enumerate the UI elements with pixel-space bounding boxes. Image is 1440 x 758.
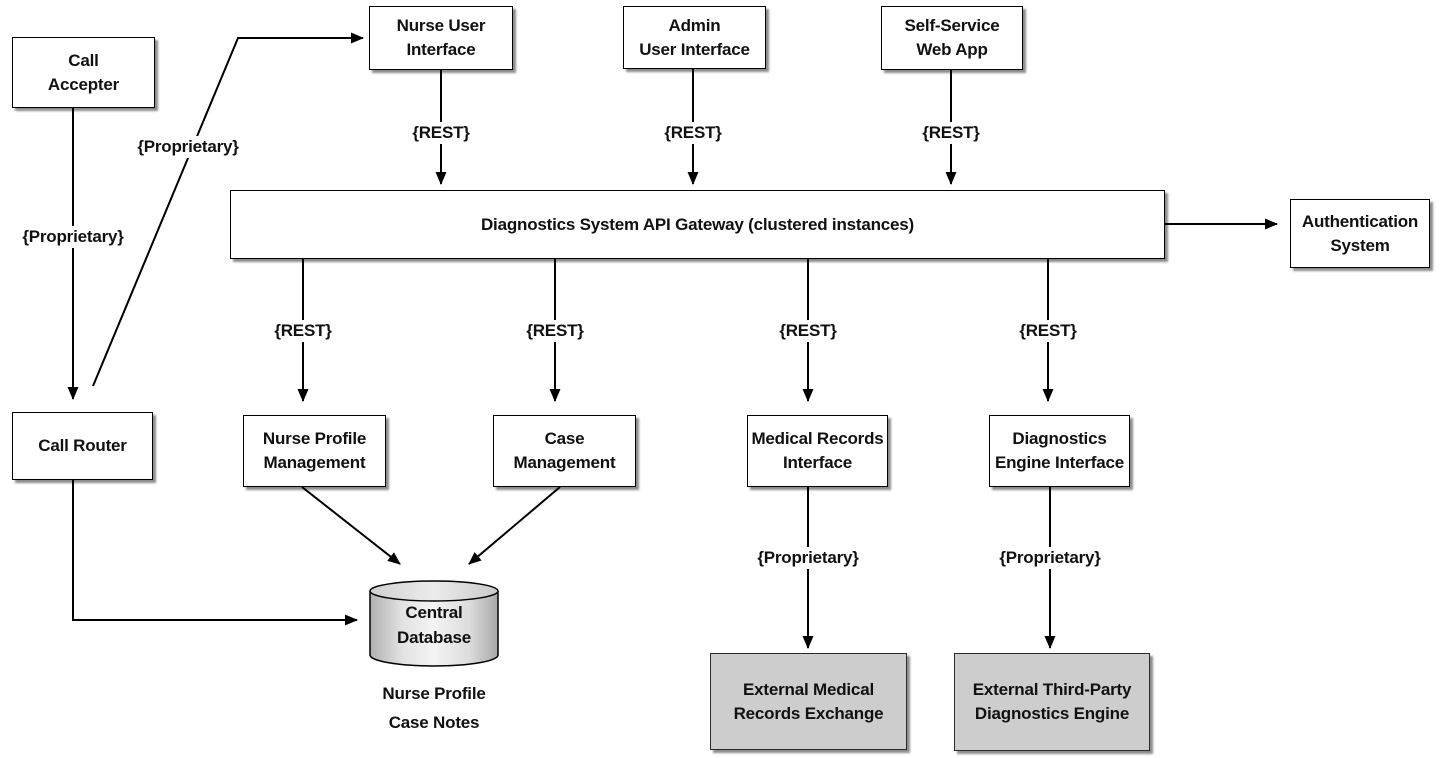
node-medical-records-interface: Medical Records Interface: [737, 405, 888, 487]
edge-label-proprietary-diag-engine: {Proprietary}: [992, 547, 1108, 569]
edge-label-rest-admin-ui: {REST}: [657, 122, 729, 144]
edge-case-mgmt-to-db: [468, 486, 561, 565]
node-external-third-party-diagnostics-engine: External Third-Party Diagnostics Engine: [954, 653, 1150, 751]
central-database-label: Central Database: [397, 603, 471, 647]
edge-label-rest-medical-records: {REST}: [772, 320, 844, 342]
node-nurse-user-interface: Nurse User Interface: [369, 6, 513, 70]
edge-label-rest-nurse-ui: {REST}: [405, 122, 477, 144]
edge-label-rest-diag-engine: {REST}: [1012, 320, 1084, 342]
edge-label-rest-self-service: {REST}: [915, 122, 987, 144]
db-caption-nurse-profile: Nurse Profile: [382, 684, 486, 703]
node-admin-user-interface: Admin User Interface: [623, 6, 766, 69]
db-caption-case-notes: Case Notes: [388, 713, 480, 732]
node-nurse-profile-management: Nurse Profile Management: [233, 405, 386, 487]
node-authentication-system: Authentication System: [1280, 189, 1430, 268]
node-diagnostics-engine-interface: Diagnostics Engine Interface: [979, 405, 1130, 487]
edge-label-rest-case-mgmt: {REST}: [519, 320, 591, 342]
node-call-accepter: Call Accepter: [2, 27, 155, 108]
edge-label-proprietary-accepter-router: {Proprietary}: [15, 226, 131, 248]
edge-label-proprietary-router-nurse-ui: {Proprietary}: [130, 136, 246, 158]
edge-router-to-nurse-ui: [92, 32, 364, 387]
node-self-service-web-app: Self-Service Web App: [881, 6, 1023, 70]
node-case-management: Case Management: [483, 405, 636, 487]
edge-router-to-db: [72, 480, 358, 626]
node-call-router: Call Router: [2, 402, 153, 480]
central-database-cylinder: [369, 580, 499, 667]
node-external-medical-records-exchange: External Medical Records Exchange: [710, 653, 907, 750]
edge-label-rest-nurse-profile: {REST}: [267, 320, 339, 342]
edge-label-proprietary-medical-records: {Proprietary}: [750, 547, 866, 569]
node-api-gateway: Diagnostics System API Gateway (clustere…: [230, 190, 1165, 259]
edge-nurse-profile-to-db: [301, 486, 401, 565]
